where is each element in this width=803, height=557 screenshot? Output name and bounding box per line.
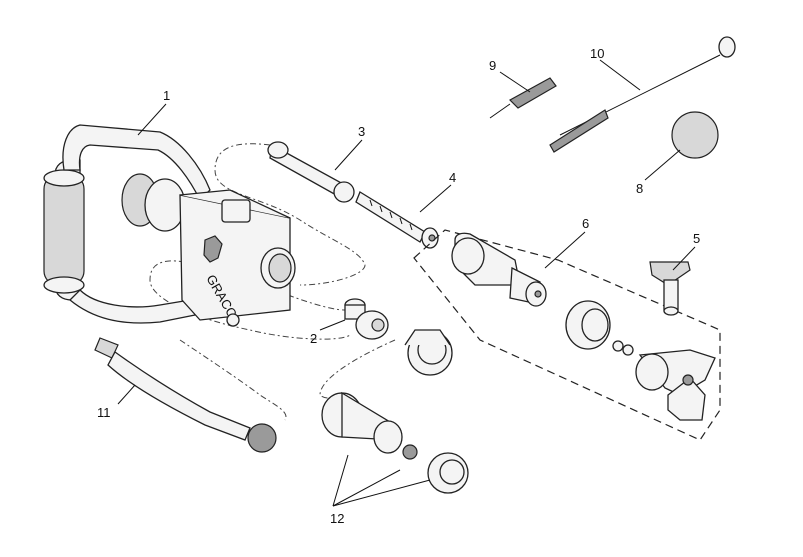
part-2-valve-seat <box>344 298 389 340</box>
part-2-ring <box>404 329 453 376</box>
part-8-ball <box>671 111 719 159</box>
part-11-hose <box>94 337 277 453</box>
callout-10: 10 <box>590 46 604 61</box>
callout-11: 11 <box>97 405 111 420</box>
part-10-brush <box>549 36 736 153</box>
callout-3: 3 <box>358 124 365 139</box>
callout-1: 1 <box>163 88 170 103</box>
part-9-tool <box>489 77 557 119</box>
callout-4: 4 <box>449 170 456 185</box>
leader-lines <box>117 59 696 507</box>
callout-5: 5 <box>693 231 700 246</box>
callout-12: 12 <box>330 511 344 526</box>
part-5-tip <box>649 261 691 316</box>
part-12-adapter <box>321 391 469 494</box>
part-1-gun-body: GRACO <box>43 124 296 327</box>
part-3-cylinder <box>267 141 355 203</box>
part-6-group <box>413 229 721 441</box>
callout-2: 2 <box>310 331 317 346</box>
callout-9: 9 <box>489 58 496 73</box>
callout-labels: 1 2 3 4 5 6 8 9 10 11 12 <box>97 46 700 526</box>
callout-8: 8 <box>636 181 643 196</box>
part-4-filter <box>355 191 439 249</box>
callout-6: 6 <box>582 216 589 231</box>
